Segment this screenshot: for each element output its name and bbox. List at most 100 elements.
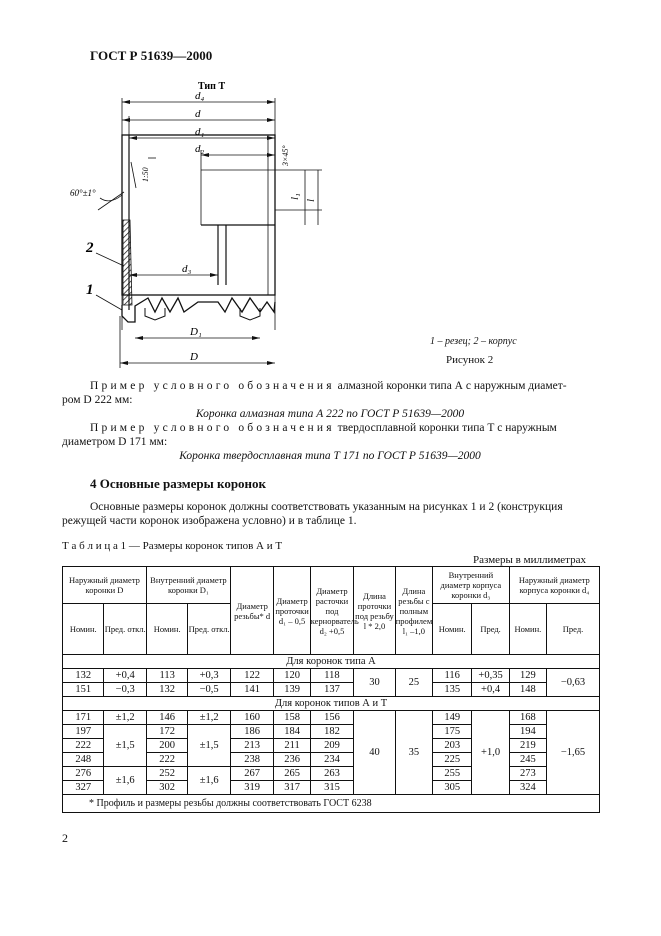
- section-paragraph-line2: режущей части коронок изображена условно…: [62, 515, 357, 527]
- crown-bit-drawing: Тип Т: [70, 81, 322, 368]
- cell: +1,0: [471, 710, 510, 795]
- dim-d3: d₃: [182, 263, 192, 275]
- header-nom: Номин.: [432, 603, 473, 655]
- cell: 182: [309, 724, 355, 739]
- cell: 273: [508, 766, 548, 781]
- header-nom: Номин.: [61, 603, 105, 655]
- cell: 113: [145, 668, 189, 683]
- document-header: ГОСТ Р 51639—2000: [90, 48, 213, 63]
- example-2-rest: твердосплавной коронки типа Т с наружным: [334, 422, 557, 434]
- cell: 149: [432, 710, 473, 725]
- cell: 168: [508, 710, 548, 725]
- page-number: 2: [62, 831, 68, 845]
- cell: 40: [353, 710, 396, 795]
- table-row: 151 −0,3 132 −0,5 141 139 137 135 +0,4 1…: [61, 682, 600, 697]
- header-tol: Пред. откл.: [187, 603, 231, 655]
- cell: ±1,5: [187, 724, 231, 767]
- header-thread-d: Диаметр резьбы* d: [229, 566, 275, 655]
- cell: +0,4: [471, 682, 510, 697]
- dim-d4: d₄: [195, 90, 205, 102]
- cell: +0,3: [187, 668, 231, 683]
- cell: 186: [229, 724, 275, 739]
- table-row: 132 +0,4 113 +0,3 122 120 118 30 25 116 …: [61, 668, 600, 697]
- group-label-at: Для коронок типов А и Т: [62, 696, 600, 711]
- header-thread-length: Длина резьбы с полным профилем l₁ –1,0: [394, 566, 434, 655]
- table-row: 327 302 319 317 315 305 324: [61, 780, 600, 795]
- dim-d: d: [195, 108, 201, 120]
- table-row: 171 ±1,2 146 ±1,2 160 158 156 40 35 149 …: [61, 710, 600, 795]
- figure-caption: Рисунок 2: [446, 354, 494, 366]
- cell: 248: [61, 752, 105, 767]
- cell: 25: [394, 668, 434, 697]
- example-1-line1: Пример условного обозначения алмазной ко…: [90, 379, 600, 393]
- cell: 132: [61, 668, 105, 683]
- table-header-row-1: Наружный диаметр коронки D Внутренний ди…: [62, 566, 601, 655]
- cell: 238: [229, 752, 275, 767]
- dim-D1: D₁: [189, 326, 202, 338]
- cell: 197: [61, 724, 105, 739]
- cell: 135: [432, 682, 473, 697]
- table-header-row-2: Номин. Пред. откл. Номин. Пред. откл. Но…: [61, 603, 600, 655]
- header-outer-D: Наружный диаметр коронки D: [62, 566, 147, 604]
- cell: +0,4: [103, 668, 147, 683]
- cell: 319: [229, 780, 275, 795]
- table-row: 197 ±1,5 172 ±1,5 186 184 182 175 194: [61, 724, 600, 767]
- cell: 327: [61, 780, 105, 795]
- dim-d1: d₁: [195, 126, 205, 138]
- cell: 30: [353, 668, 396, 697]
- figure-legend: 1 – резец; 2 – корпус: [430, 336, 517, 347]
- cell: 263: [309, 766, 355, 781]
- cell: 120: [273, 668, 311, 683]
- table-units: Размеры в миллиметрах: [473, 554, 586, 566]
- dim-angle: 60°±1°: [70, 188, 96, 198]
- header-tol: Пред. откл.: [103, 603, 147, 655]
- cell: 200: [145, 738, 189, 753]
- cell: 255: [432, 766, 473, 781]
- callout-2: 2: [85, 240, 94, 256]
- example-1-code: Коронка алмазная типа А 222 по ГОСТ Р 51…: [195, 408, 465, 420]
- cell: ±1,2: [187, 710, 231, 725]
- cell: 184: [273, 724, 311, 739]
- example-2-line1: Пример условного обозначения твердосплав…: [90, 421, 600, 435]
- cell: 211: [273, 738, 311, 753]
- cell: 225: [432, 752, 473, 767]
- cell: −0,63: [546, 668, 600, 697]
- header-pred: Пред.: [546, 603, 600, 655]
- cell: 122: [229, 668, 275, 683]
- example-2-lead: Пример условного обозначения: [90, 422, 335, 434]
- cell: ±1,5: [103, 724, 147, 767]
- cell: 116: [432, 668, 473, 683]
- type-label: Тип Т: [198, 81, 225, 92]
- cell: 175: [432, 724, 473, 739]
- dim-l1: l₁: [289, 193, 301, 200]
- cell: 160: [229, 710, 275, 725]
- dim-D: D: [189, 351, 198, 363]
- cell: −1,65: [546, 710, 600, 795]
- cell: 132: [145, 682, 189, 697]
- cell: 137: [309, 682, 355, 697]
- header-groove-length: Длина проточки под резьбу l * 2,0: [353, 566, 396, 655]
- header-groove-d1: Диаметр проточки d₁ – 0,5: [273, 566, 311, 655]
- header-inner-D1: Внутренний диаметр коронки D₁: [145, 566, 231, 604]
- cell: 35: [394, 710, 434, 795]
- cell: 222: [145, 752, 189, 767]
- cell: ±1,6: [103, 766, 147, 795]
- section-paragraph-line1: Основные размеры коронок должны соответс…: [90, 501, 563, 513]
- cell: +0,35: [471, 668, 510, 683]
- dimensions-table: Наружный диаметр коронки D Внутренний ди…: [61, 566, 601, 813]
- dim-chamfer: 3×45°: [281, 145, 290, 167]
- cell: 302: [145, 780, 189, 795]
- group-label-a: Для коронок типа А: [62, 654, 600, 669]
- header-inner-body-d3: Внутренний диаметр корпуса коронки d₃: [432, 566, 510, 604]
- cell: 194: [508, 724, 548, 739]
- cell: 234: [309, 752, 355, 767]
- example-1-rest: алмазной коронки типа А с наружным диаме…: [334, 380, 567, 392]
- cell: 156: [309, 710, 355, 725]
- header-nom: Номин.: [508, 603, 548, 655]
- example-2-code: Коронка твердосплавная типа Т 171 по ГОС…: [179, 450, 481, 462]
- cell: −0,5: [187, 682, 231, 697]
- cell: 141: [229, 682, 275, 697]
- section-title: 4 Основные размеры коронок: [90, 476, 267, 491]
- cell: 315: [309, 780, 355, 795]
- cell: 276: [61, 766, 105, 781]
